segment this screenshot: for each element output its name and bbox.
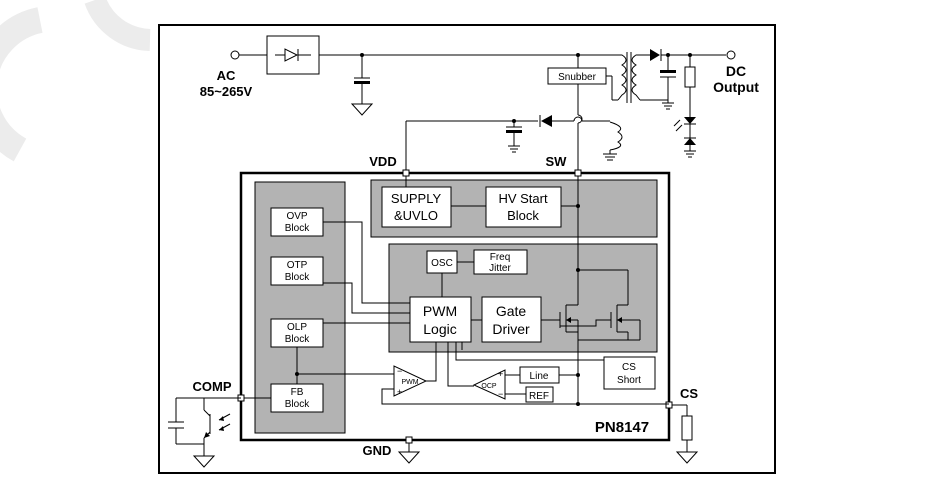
opto-transistor [168, 397, 241, 468]
svg-text:OTP: OTP [287, 260, 308, 271]
svg-text:Gate: Gate [496, 303, 527, 319]
svg-text:+: + [397, 387, 402, 397]
svg-text:Block: Block [285, 272, 310, 283]
sw-label: SW [546, 154, 568, 169]
cs-pin [665, 401, 673, 409]
line-block: Line [519, 366, 560, 384]
ovp-block: OVP Block [270, 207, 324, 237]
svg-text:Freq: Freq [490, 252, 511, 263]
bulk-capacitor [350, 55, 374, 116]
svg-text:−: − [397, 366, 402, 376]
svg-text:Block: Block [507, 208, 539, 223]
ac-range-label: 85~265V [200, 84, 253, 99]
olp-block: OLP Block [270, 318, 324, 348]
ocp-comparator: OCP + − [472, 369, 506, 400]
vdd-supply-network [405, 115, 617, 173]
svg-text:PWM: PWM [401, 379, 418, 386]
gnd-label: GND [363, 443, 392, 458]
svg-text:CS: CS [622, 362, 636, 373]
hv-start-block: HV Start Block [485, 186, 562, 228]
cs-label: CS [680, 386, 698, 401]
vdd-pin [402, 169, 410, 177]
secondary-output: DC Output [640, 49, 759, 158]
cs-sense-resistor [672, 404, 699, 464]
output-label: Output [713, 79, 759, 95]
svg-text:OCP: OCP [481, 383, 497, 390]
comp-label: COMP [193, 379, 232, 394]
chip-name: PN8147 [595, 419, 649, 436]
freq-jitter-block: Freq Jitter [473, 249, 528, 275]
svg-text:Block: Block [285, 399, 310, 410]
dc-label: DC [726, 63, 746, 79]
svg-text:OVP: OVP [286, 211, 307, 222]
svg-text:−: − [498, 389, 503, 399]
svg-text:HV Start: HV Start [498, 191, 548, 206]
svg-text:Driver: Driver [492, 321, 530, 337]
ref-block: REF [525, 386, 554, 403]
svg-text:Block: Block [285, 334, 310, 345]
watermark [0, 0, 151, 162]
sw-pin [574, 169, 582, 177]
svg-text:OLP: OLP [287, 322, 307, 333]
svg-text:+: + [498, 369, 503, 379]
svg-text:Block: Block [285, 223, 310, 234]
supply-uvlo-block: SUPPLY &UVLO [381, 186, 452, 228]
ac-label: AC [217, 68, 236, 83]
svg-text:Jitter: Jitter [489, 263, 511, 274]
svg-text:SUPPLY: SUPPLY [391, 191, 442, 206]
svg-text:Line: Line [530, 371, 549, 382]
svg-text:PWM: PWM [423, 303, 457, 319]
svg-text:Logic: Logic [423, 321, 456, 337]
vdd-label: VDD [369, 154, 396, 169]
power-mosfets [559, 269, 641, 341]
snubber-block: Snubber [547, 55, 618, 101]
pwm-comparator: PWM − + [393, 365, 428, 397]
gate-driver-block: Gate Driver [481, 296, 542, 343]
osc-block: OSC [426, 250, 458, 274]
svg-text:Short: Short [617, 375, 641, 386]
pwm-logic-block: PWM Logic [409, 296, 472, 343]
gnd-symbol [397, 443, 421, 464]
fb-block: FB Block [270, 383, 324, 413]
svg-text:&UVLO: &UVLO [394, 208, 438, 223]
svg-text:REF: REF [529, 391, 549, 402]
diagram-frame [158, 24, 776, 474]
svg-text:FB: FB [291, 387, 304, 398]
gnd-pin [405, 436, 413, 444]
ac-input: AC 85~265V [200, 35, 320, 99]
svg-text:OSC: OSC [431, 258, 453, 269]
cs-short-block: CS Short [603, 356, 656, 390]
transformer [609, 52, 641, 151]
otp-block: OTP Block [270, 256, 324, 286]
svg-text:Snubber: Snubber [558, 72, 596, 83]
